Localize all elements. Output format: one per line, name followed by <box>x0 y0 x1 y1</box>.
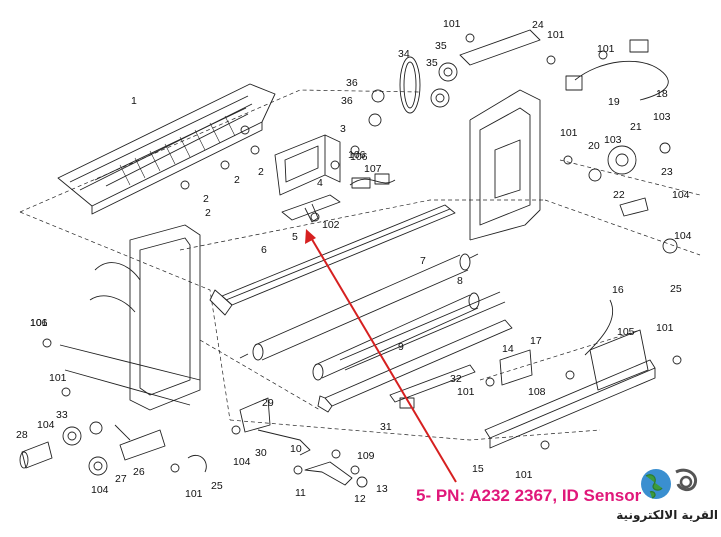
part-number-label: 108 <box>528 386 546 398</box>
part-number-label: 36 <box>346 77 358 89</box>
part-number-label: 15 <box>472 463 484 475</box>
part-number-label: 101 <box>443 18 461 30</box>
part-number-label: 106 <box>350 151 368 163</box>
part-number-label: 101 <box>560 127 578 139</box>
part-number-label: 104 <box>37 419 55 431</box>
part-6-rod <box>209 204 456 316</box>
watermark-text: القرية الالكترونية <box>616 508 718 522</box>
part-35-gears <box>430 62 458 108</box>
part-number-label: 101 <box>30 317 48 329</box>
part-number-label: 24 <box>532 19 544 31</box>
part-number-label: 5 <box>292 231 298 243</box>
part-18-harness <box>565 39 669 101</box>
part-107-harness <box>349 173 396 189</box>
part-7-roller <box>239 253 479 361</box>
part-number-label: 8 <box>457 275 463 287</box>
highlight-caption: 5- PN: A232 2367, ID Sensor <box>416 486 642 505</box>
part-number-label: 35 <box>426 57 438 69</box>
part-number-label: 103 <box>604 134 622 146</box>
part-number-label: 101 <box>49 372 67 384</box>
part-3-bracket <box>274 134 341 196</box>
part-1-grid <box>119 115 236 186</box>
part-number-label: 1 <box>131 95 137 107</box>
part-number-label: 14 <box>502 343 514 355</box>
part-number-label: 107 <box>364 163 382 175</box>
part-number-label: 36 <box>341 95 353 107</box>
part-number-label: 9 <box>398 341 404 353</box>
part-number-label: 4 <box>317 177 323 189</box>
part-5-sensor <box>281 194 341 223</box>
part-number-label: 109 <box>357 450 375 462</box>
part-number-label: 106 <box>30 317 48 329</box>
highlight-arrow <box>305 229 457 483</box>
part-number-label: 101 <box>656 322 674 334</box>
part-number-label: 22 <box>613 189 625 201</box>
part-15-bracket <box>484 329 656 449</box>
part-number-label: 33 <box>56 409 68 421</box>
part-8-roller <box>312 292 480 381</box>
part-11-link <box>304 461 368 488</box>
part-number-label: 21 <box>630 121 642 133</box>
part-number-label: 13 <box>376 483 388 495</box>
part-number-label: 104 <box>672 189 690 201</box>
part-number-label: 25 <box>670 283 682 295</box>
part-number-label: 106 <box>348 149 366 161</box>
part-number-label: 102 <box>322 219 340 231</box>
part-number-label: 101 <box>185 488 203 500</box>
gear-cluster-right <box>588 142 678 254</box>
part-number-label: 11 <box>295 487 306 499</box>
part-number-label: 16 <box>612 284 624 296</box>
part-number-label: 2 <box>205 207 211 219</box>
part-number-label: 20 <box>588 140 600 152</box>
part-number-label: 10 <box>290 443 302 455</box>
part-number-label: 101 <box>597 43 615 55</box>
part-number-label: 28 <box>16 429 28 441</box>
screw-symbols <box>42 33 682 475</box>
part-number-label: 104 <box>674 230 692 242</box>
part-number-label: 27 <box>115 473 127 485</box>
part-36-bushings <box>368 89 385 127</box>
part-number-label: 2 <box>258 166 264 178</box>
part-number-label: 30 <box>255 447 267 459</box>
left-frame <box>59 224 201 411</box>
part-number-label: 101 <box>547 29 565 41</box>
part-number-label: 25 <box>211 480 223 492</box>
part-number-label: 105 <box>617 326 635 338</box>
part-number-label: 26 <box>133 466 145 478</box>
part-34-belt <box>399 56 421 114</box>
part-number-label: 104 <box>233 456 251 468</box>
part-9-guide <box>317 291 513 413</box>
part-number-label: 103 <box>653 111 671 123</box>
part-number-label: 35 <box>435 40 447 52</box>
part-number-label: 23 <box>661 166 673 178</box>
gear-cluster-left <box>19 421 166 476</box>
part-number-label: 101 <box>515 469 533 481</box>
part-number-label: 12 <box>354 493 366 505</box>
part-number-label: 104 <box>91 484 109 496</box>
part-number-label: 2 <box>203 193 209 205</box>
part-24-shaft <box>459 29 541 66</box>
globe-icon <box>641 468 697 499</box>
part-16-harness <box>584 299 614 356</box>
part-number-label: 101 <box>457 386 475 398</box>
right-frame <box>469 89 541 241</box>
part-number-label: 2 <box>234 174 240 186</box>
part-number-label: 34 <box>398 48 410 60</box>
part-number-label: 6 <box>261 244 267 256</box>
part-number-label: 18 <box>656 88 668 100</box>
part-number-label: 19 <box>608 96 620 108</box>
part-30-lever <box>187 397 311 473</box>
part-number-label: 31 <box>380 421 392 433</box>
part-number-label: 7 <box>420 255 426 267</box>
drawing-lines <box>19 29 701 488</box>
part-1-plate <box>57 83 276 215</box>
part-number-label: 17 <box>530 335 542 347</box>
part-number-label: 32 <box>450 373 462 385</box>
part-number-label: 29 <box>262 397 274 409</box>
part-number-label: 3 <box>340 123 346 135</box>
